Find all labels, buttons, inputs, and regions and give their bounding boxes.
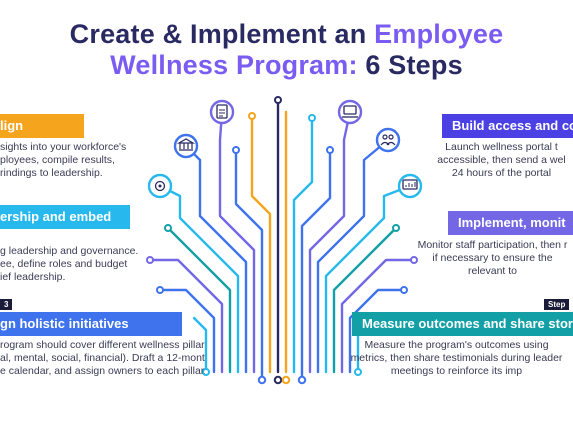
step-2-description: g leadership and governance. ee, define … [0,245,139,283]
page-title-line-2: Wellness Program: 6 Steps [110,50,463,80]
step-3-tag: 3 [0,299,13,310]
step-4-heading: Build access and co [442,114,573,138]
step-1-heading: lign [0,114,84,138]
people-icon [375,127,401,153]
chart-monitor-icon [397,173,423,199]
gear-target-icon [147,173,173,199]
step-5-description: Monitor staff participation, then r if n… [417,239,568,277]
step-5-heading: Implement, monit [448,211,573,235]
step-6-tag: Step [544,299,570,310]
step-6-heading: Measure outcomes and share stori [352,312,573,336]
step-1-description: sights into your workforce's ployees, co… [0,141,127,179]
step-4-description: Launch wellness portal t accessible, the… [437,141,566,179]
step-3-description: rogram should cover different wellness p… [0,339,205,377]
building-icon [173,133,199,159]
checklist-icon [209,99,235,125]
step-6-description: Measure the program's outcomes using met… [350,339,563,377]
step-2-heading: ership and embed [0,205,130,229]
laptop-icon [337,99,363,125]
page-title-line-1: Create & Implement an Employee [69,19,504,49]
step-3-heading: gn holistic initiatives [0,312,182,336]
